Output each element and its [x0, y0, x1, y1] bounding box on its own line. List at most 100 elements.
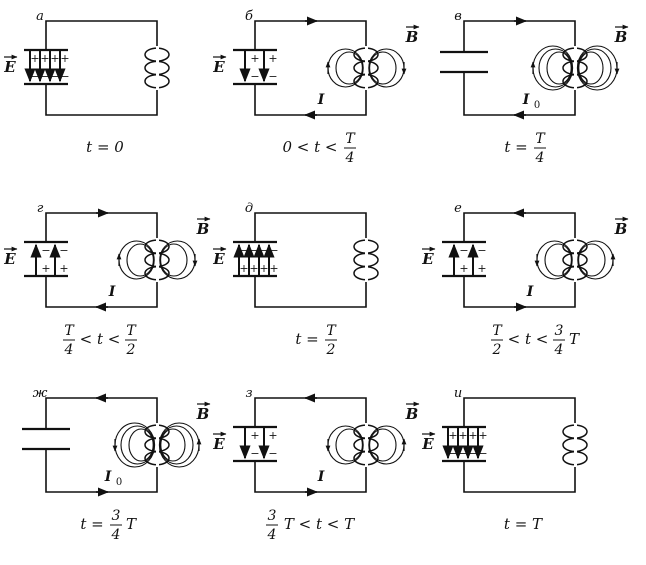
B-vector-label: B — [614, 220, 628, 238]
charge-sign-top: − — [269, 244, 278, 257]
caption-denominator: 4 — [64, 342, 74, 358]
wire-top — [45, 20, 158, 50]
coil-gap — [365, 46, 368, 90]
current-label: I — [317, 469, 325, 485]
charge-sign-bottom: + — [477, 262, 486, 275]
wire-top — [463, 397, 576, 427]
B-vector-label: B — [405, 405, 419, 423]
current-label: I — [104, 469, 112, 485]
magnetic-field-loop — [160, 243, 188, 277]
charge-sign-top: + — [250, 52, 259, 65]
charge-sign-bottom: − — [478, 447, 487, 460]
wire-bottom — [254, 276, 367, 308]
caption-denominator: 4 — [554, 342, 564, 358]
time-caption: 0 < t <T4 — [282, 131, 356, 166]
charge-sign-bottom: + — [59, 262, 68, 275]
coil-gap — [365, 423, 368, 467]
panel-letter: ж — [33, 386, 48, 401]
wire-bottom — [254, 461, 367, 493]
caption-denominator: 4 — [345, 150, 355, 166]
caption-numerator: T — [326, 323, 337, 339]
charge-sign-top: + — [268, 52, 277, 65]
caption-text: < t < — [508, 330, 549, 348]
current-label: I — [108, 284, 116, 300]
coil-gap — [574, 238, 577, 282]
charge-sign-top: − — [59, 244, 68, 257]
caption-suffix: T — [569, 330, 580, 348]
charge-sign-top: + — [40, 52, 49, 65]
charge-sign-bottom: + — [41, 262, 50, 275]
magnetic-field-loop — [327, 425, 364, 465]
charge-sign-top: − — [239, 244, 248, 257]
wire-top — [254, 397, 367, 427]
panel-letter: з — [245, 386, 252, 401]
charge-sign-bottom: − — [40, 70, 49, 83]
wire-bottom — [463, 461, 576, 493]
charge-sign-top: − — [41, 244, 50, 257]
caption-denominator: 2 — [492, 342, 502, 358]
time-caption: t =T4 — [504, 131, 546, 166]
charge-sign-bottom: − — [268, 447, 277, 460]
caption-numerator: T — [535, 131, 546, 147]
wire-top — [254, 20, 367, 50]
current-subscript: 0 — [534, 100, 540, 111]
wire-top — [254, 212, 367, 242]
coil-gap — [365, 238, 368, 282]
time-caption: T4< t <T2 — [63, 323, 137, 358]
caption-text: t = 0 — [86, 138, 124, 156]
caption-denominator: 4 — [535, 150, 545, 166]
charge-sign-top: + — [458, 429, 467, 442]
wire-bottom — [254, 84, 367, 116]
panel-letter: а — [36, 9, 44, 24]
caption-text: t = — [80, 515, 103, 533]
panel-letter: в — [454, 9, 462, 24]
time-caption: t = 0 — [86, 138, 124, 156]
charge-sign-bottom: − — [30, 70, 39, 83]
magnetic-field-loop — [578, 243, 606, 277]
panel-1: а+−+−+−+−Et = 0 — [3, 9, 170, 156]
caption-suffix: T — [126, 515, 137, 533]
panel-letter: д — [245, 201, 253, 216]
magnetic-field-loop — [335, 51, 363, 85]
magnetic-field-loop — [578, 51, 604, 85]
B-vector-label: B — [196, 405, 210, 423]
magnetic-field-loop — [335, 428, 363, 462]
coil-gap — [574, 46, 577, 90]
charge-sign-top: − — [259, 244, 268, 257]
caption-text: < t < — [80, 330, 121, 348]
E-vector-label: E — [3, 58, 16, 76]
charge-sign-bottom: − — [60, 70, 69, 83]
charge-sign-bottom: − — [50, 70, 59, 83]
magnetic-field-loop — [368, 425, 405, 465]
current-label: I — [526, 284, 534, 300]
magnetic-field-loop — [369, 428, 397, 462]
panel-letter: е — [454, 201, 462, 216]
current-label: I — [522, 92, 530, 108]
magnetic-field-loop — [159, 425, 194, 465]
E-vector-label: E — [421, 435, 434, 453]
magnetic-field-loop — [327, 48, 364, 88]
E-vector-label: E — [3, 250, 16, 268]
charge-sign-bottom: + — [259, 262, 268, 275]
time-caption: t =T2 — [295, 323, 337, 358]
wire-bottom — [45, 276, 158, 308]
magnetic-field-loop — [577, 240, 614, 280]
wire-bottom — [463, 72, 576, 116]
caption-denominator: 2 — [326, 342, 336, 358]
current-subscript: 0 — [116, 477, 122, 488]
charge-sign-top: + — [448, 429, 457, 442]
charge-sign-top: − — [249, 244, 258, 257]
charge-sign-top: + — [478, 429, 487, 442]
caption-text: 0 < t < — [282, 138, 337, 156]
charge-sign-top: + — [250, 429, 259, 442]
time-caption: 34T < t < T — [266, 508, 355, 543]
wire-top — [45, 212, 158, 242]
magnetic-field-loop — [536, 240, 573, 280]
charge-sign-bottom: + — [249, 262, 258, 275]
E-vector-label: E — [212, 435, 225, 453]
